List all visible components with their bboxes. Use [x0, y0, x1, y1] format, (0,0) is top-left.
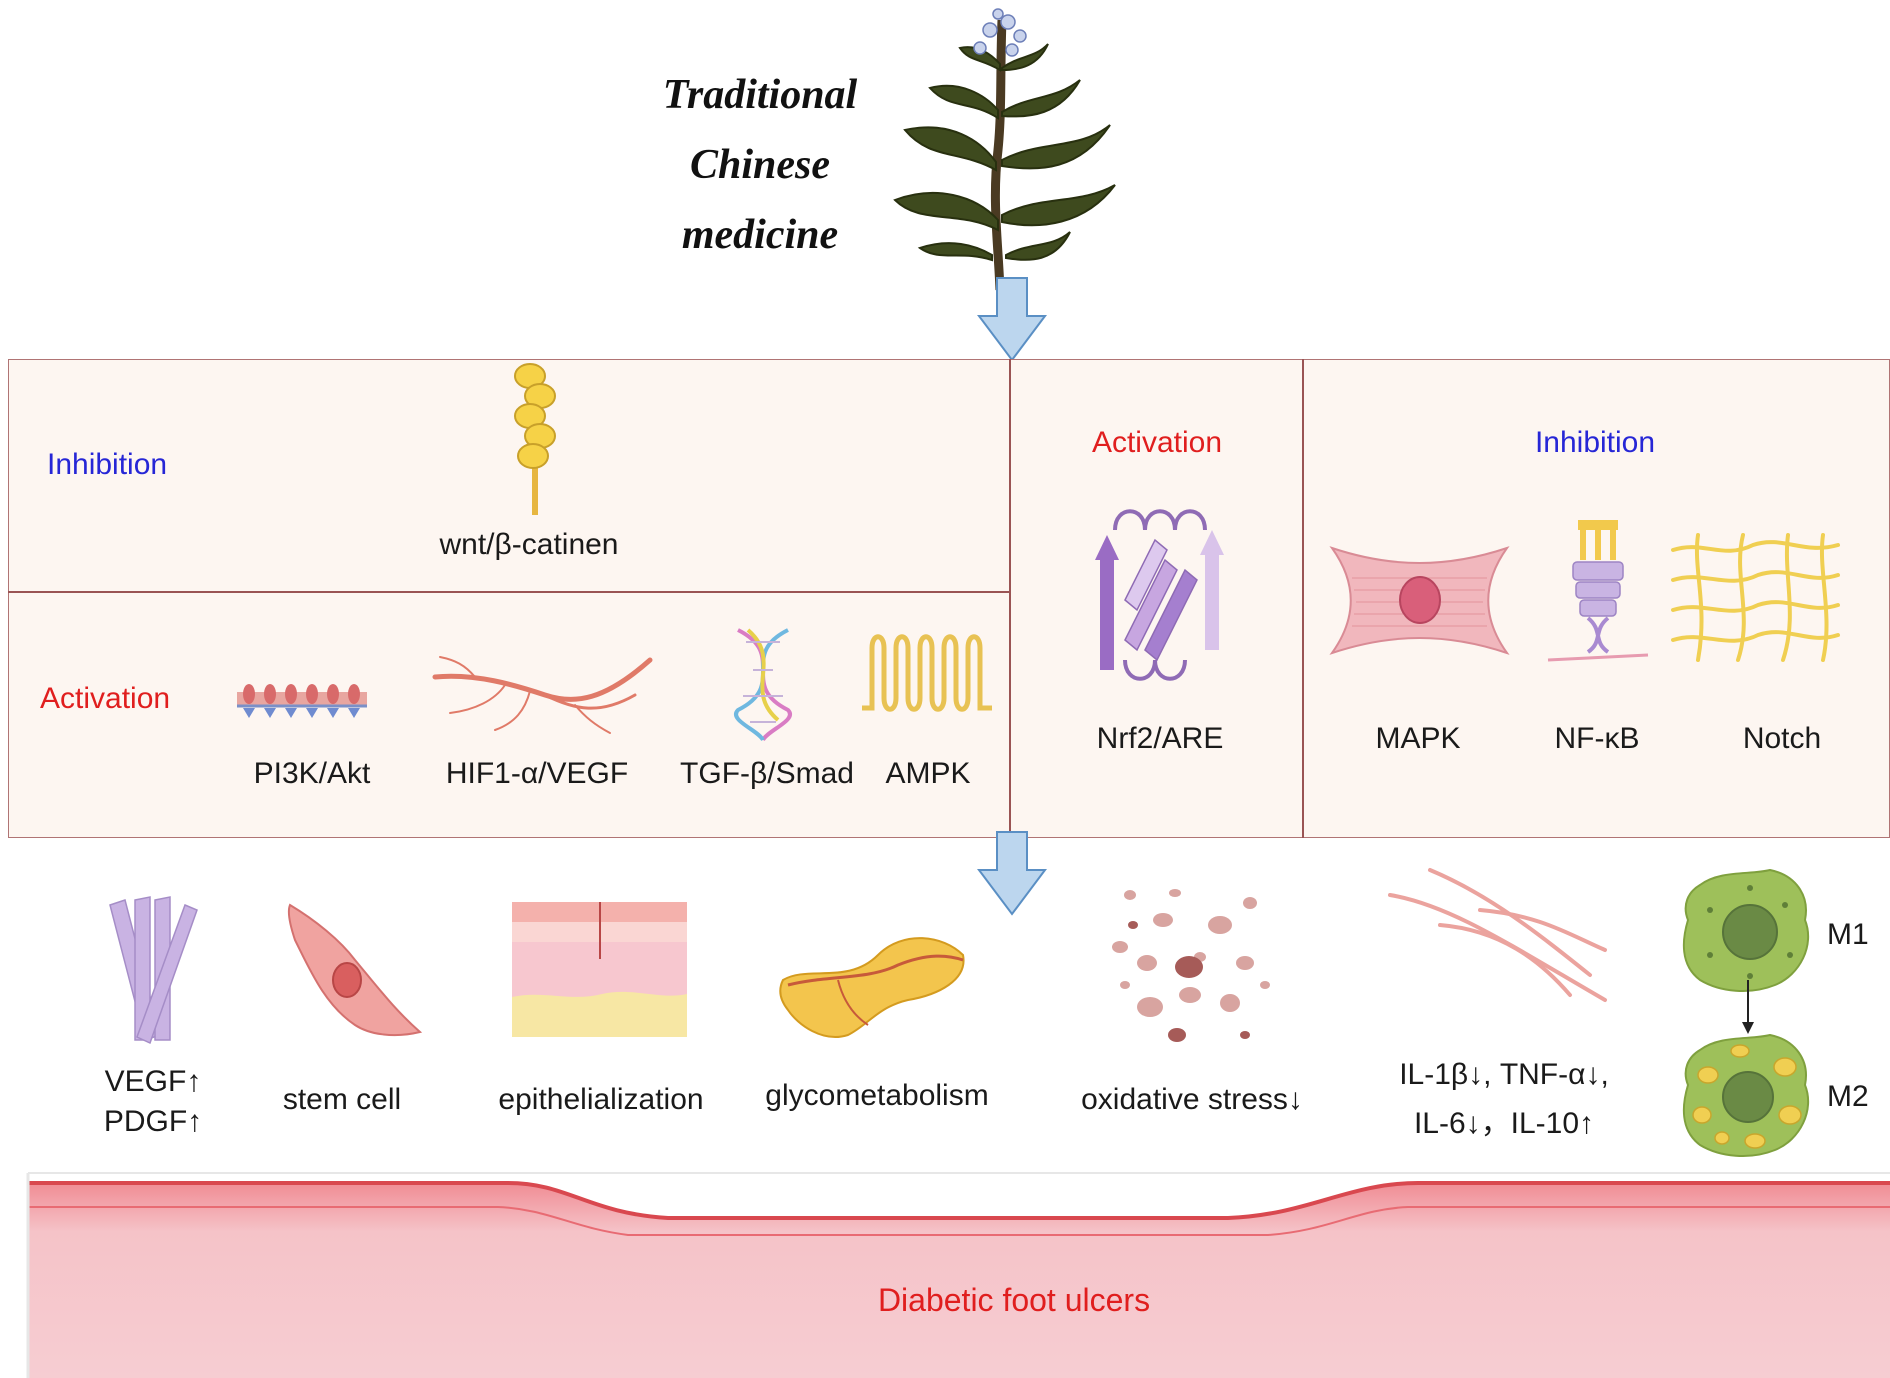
- effect-3-label: epithelialization: [498, 1083, 704, 1116]
- left-pathway-4: AMPK: [885, 757, 971, 790]
- effect-5-label: oxidative stress↓: [1081, 1083, 1303, 1116]
- panel-divider-1: [1009, 359, 1011, 838]
- title-line-1: Traditional: [662, 72, 858, 118]
- effect-6-line-2: IL-6↓，IL-10↑: [1413, 1107, 1595, 1140]
- wnt-pathway-label: wnt/β-catinen: [439, 528, 619, 561]
- right-inhibition-label: Inhibition: [1534, 426, 1656, 459]
- effect-6-line-1: IL-1β↓, TNF-α↓,: [1399, 1058, 1609, 1091]
- left-pathway-1: PI3K/Akt: [253, 757, 371, 790]
- left-activation-label: Activation: [40, 682, 171, 715]
- disease-label: Diabetic foot ulcers: [877, 1282, 1151, 1318]
- muscle-cell-icon: [1329, 546, 1510, 655]
- skin-layer-icon: [512, 902, 687, 1037]
- fiber-bundle-icon: [109, 896, 198, 1045]
- plant-icon: [893, 8, 1116, 291]
- membrane-icon: [237, 684, 367, 718]
- macrophage-m2-icon: [1682, 1033, 1810, 1157]
- panel-divider-h: [8, 591, 1009, 593]
- middle-activation-label: Activation: [1091, 426, 1223, 459]
- receptor-icon: [1547, 520, 1649, 662]
- panel-divider-2: [1302, 359, 1304, 838]
- middle-pathway-label: Nrf2/ARE: [1096, 722, 1224, 755]
- effect-2-label: stem cell: [282, 1083, 402, 1116]
- macrophage-m1-icon: [1682, 868, 1810, 992]
- pancreas-icon: [779, 937, 965, 1038]
- wnt-protein-icon: [514, 363, 556, 515]
- title-line-3: medicine: [681, 212, 839, 258]
- effect-1-line-2: PDGF↑: [103, 1105, 203, 1138]
- right-pathway-3: Notch: [1742, 722, 1822, 755]
- wnt-state-label: Inhibition: [47, 448, 168, 481]
- dna-helix-icon: [733, 628, 793, 742]
- m1-to-m2-arrow: [1742, 980, 1754, 1034]
- left-pathway-3: TGF-β/Smad: [680, 757, 854, 790]
- blood-vessel-icon: [432, 656, 653, 734]
- arrow-down-1: [977, 277, 1047, 362]
- effect-1-line-1: VEGF↑: [104, 1065, 202, 1098]
- right-pathway-1: MAPK: [1375, 722, 1461, 755]
- ros-particles-icon: [1112, 889, 1270, 1042]
- collagen-network-icon: [1671, 533, 1840, 662]
- macrophage-label-m2: M2: [1827, 1080, 1869, 1113]
- title-line-2: Chinese: [689, 142, 831, 188]
- arrow-down-2: [977, 831, 1047, 916]
- title: Traditional Chinese medicine: [610, 60, 910, 270]
- wound-skin-icon: [26, 1172, 1890, 1378]
- effect-4-label: glycometabolism: [765, 1079, 989, 1112]
- left-pathway-2: HIF1-α/VEGF: [445, 757, 629, 790]
- nrf2-protein-icon: [1095, 509, 1224, 681]
- right-pathway-2: NF-κB: [1554, 722, 1640, 755]
- cytokine-fibers-icon: [1388, 868, 1607, 1002]
- pathway-panel: [8, 359, 1890, 838]
- macrophage-label-m1: M1: [1827, 918, 1869, 951]
- stem-cell-icon: [287, 903, 423, 1037]
- transmembrane-protein-icon: [862, 634, 992, 712]
